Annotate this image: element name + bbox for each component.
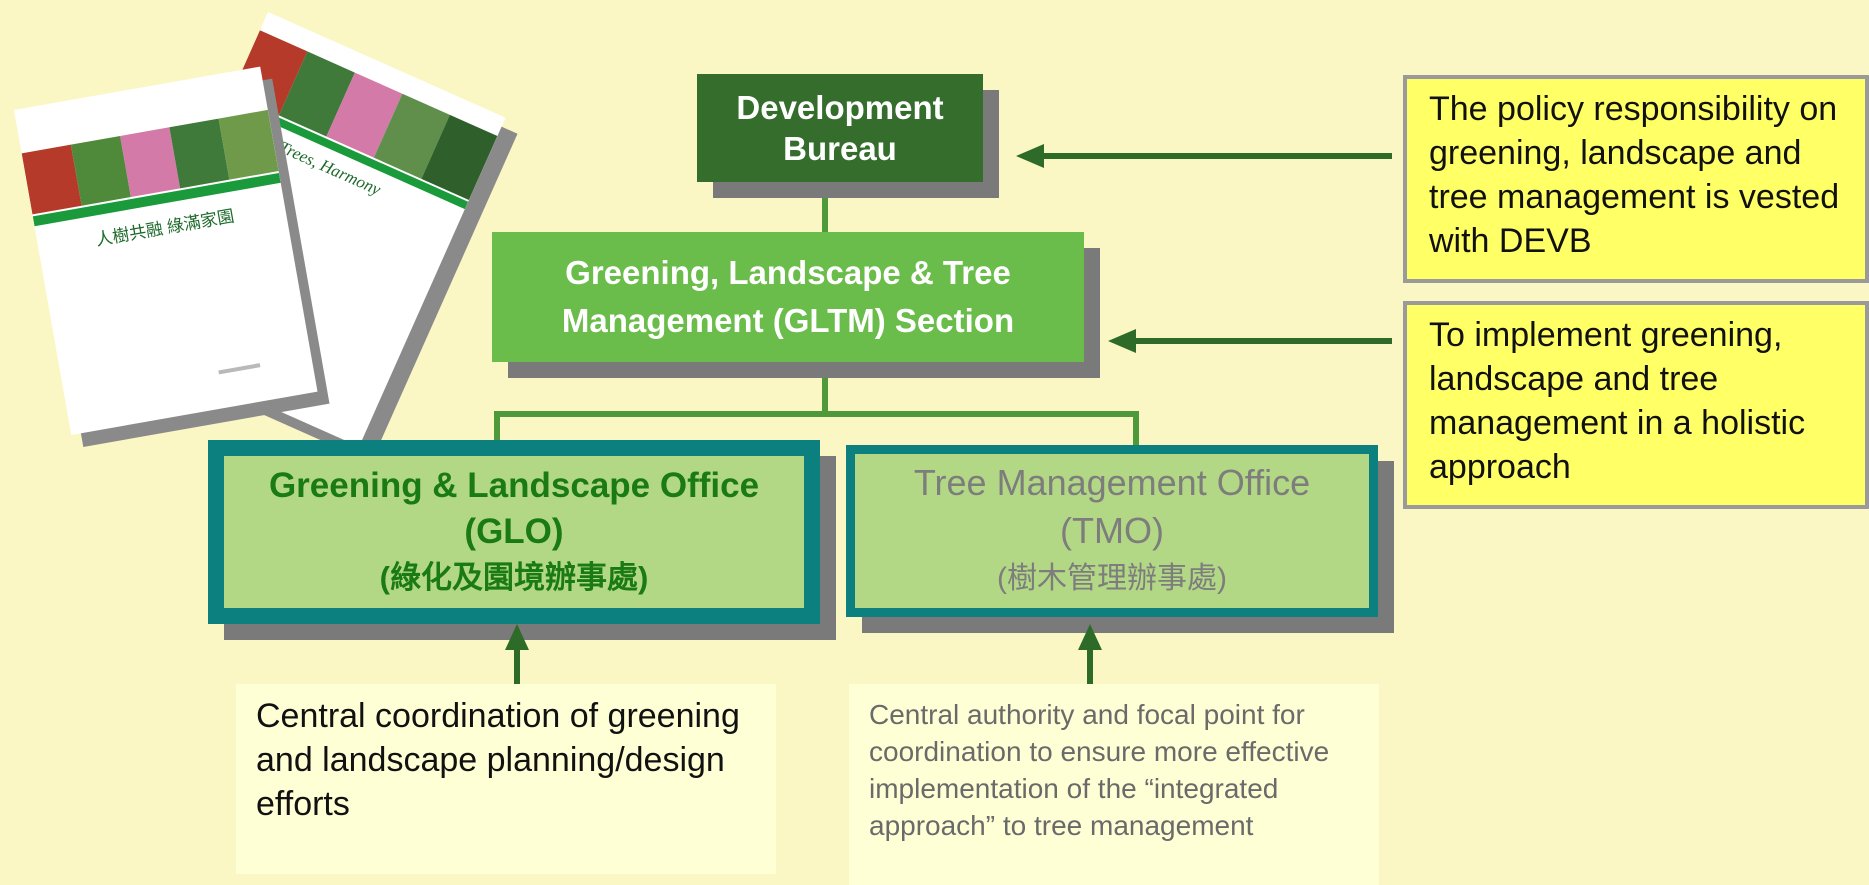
implement-callout-text: To implement greening, landscape and tre… bbox=[1429, 316, 1806, 486]
glo-description-note: Central coordination of greening and lan… bbox=[236, 684, 776, 874]
gltm-line2: Management (GLTM) Section bbox=[561, 302, 1015, 339]
devb-line2: Bureau bbox=[783, 130, 897, 167]
policy-callout: The policy responsibility on greening, l… bbox=[1403, 75, 1869, 283]
glo-line2: (GLO) bbox=[464, 512, 564, 551]
connector-to-tmo bbox=[1133, 411, 1139, 451]
tmo-box: Tree Management Office (TMO) (樹木管理辦事處) bbox=[846, 445, 1378, 617]
connector-to-glo bbox=[494, 411, 500, 447]
connector-horizontal bbox=[494, 411, 1139, 417]
gltm-section-box: Greening, Landscape & Tree Management (G… bbox=[492, 232, 1084, 362]
arrow-note-to-tmo bbox=[1078, 624, 1102, 686]
connector-gltm-down bbox=[822, 362, 828, 414]
glo-box: Greening & Landscape Office (GLO) (綠化及園境… bbox=[208, 440, 820, 624]
tmo-line3: (樹木管理辦事處) bbox=[997, 562, 1227, 595]
connector-devb-gltm bbox=[822, 182, 828, 234]
arrow-policy-to-devb bbox=[1016, 144, 1392, 168]
tmo-description-note: Central authority and focal point for co… bbox=[849, 684, 1379, 885]
glo-line1: Greening & Landscape Office bbox=[268, 466, 760, 505]
glo-line3: (綠化及園境辦事處) bbox=[379, 560, 649, 595]
glo-description-text: Central coordination of greening and lan… bbox=[256, 697, 740, 823]
tmo-description-text: Central authority and focal point for co… bbox=[869, 699, 1330, 841]
arrow-note-to-glo bbox=[505, 624, 529, 686]
development-bureau-box: Development Bureau bbox=[697, 74, 983, 182]
policy-callout-text: The policy responsibility on greening, l… bbox=[1429, 90, 1840, 260]
gltm-line1: Greening, Landscape & Tree bbox=[565, 254, 1011, 291]
implement-callout: To implement greening, landscape and tre… bbox=[1403, 301, 1869, 509]
devb-line1: Development bbox=[736, 89, 944, 126]
tmo-line2: (TMO) bbox=[1060, 510, 1164, 551]
tmo-line1: Tree Management Office bbox=[913, 462, 1311, 503]
arrow-implement-to-gltm bbox=[1108, 329, 1392, 353]
